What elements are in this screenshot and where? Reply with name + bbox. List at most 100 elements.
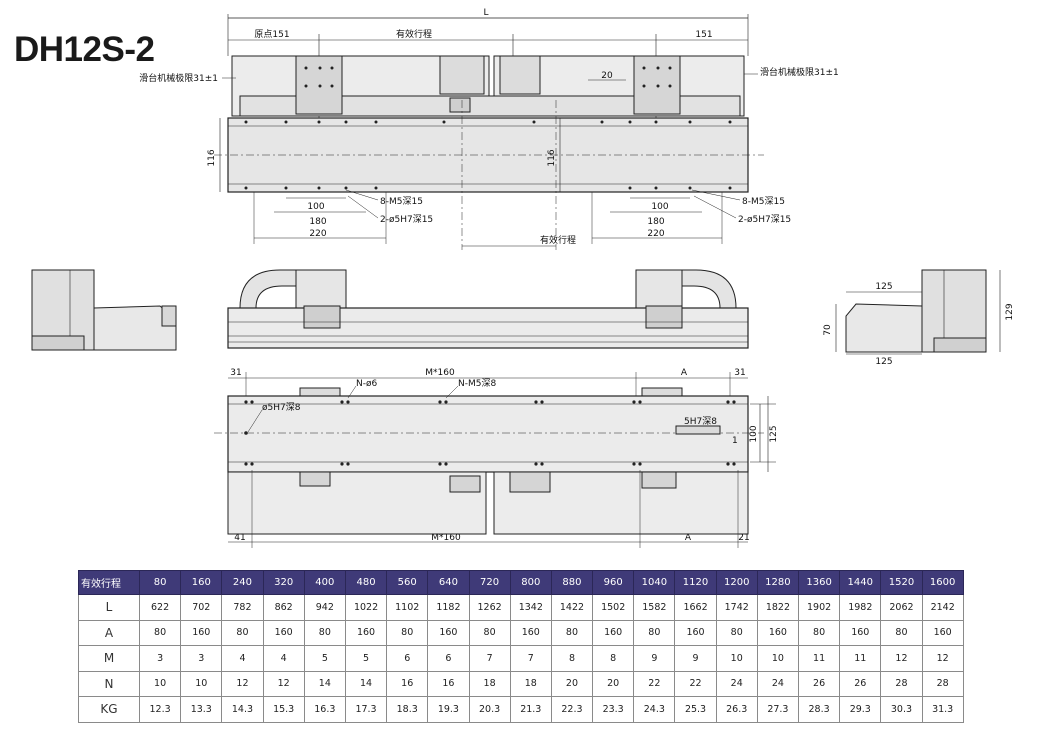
- spec-stroke-header: 640: [427, 570, 470, 595]
- spec-cell: 15.3: [262, 696, 305, 723]
- spec-stroke-header: 960: [592, 570, 635, 595]
- spec-cell: 14.3: [221, 696, 264, 723]
- spec-cell: 31.3: [921, 696, 964, 723]
- spec-cell: 12: [880, 645, 923, 672]
- spec-cell: 3: [180, 645, 223, 672]
- spec-cell: 1982: [839, 594, 882, 621]
- spec-cell: 1662: [674, 594, 717, 621]
- dim-a-bottom: A: [685, 533, 692, 543]
- spec-cell: 28: [880, 670, 923, 697]
- end-view-labels: 125 125 70 129: [823, 282, 1015, 367]
- spec-stroke-header: 1040: [633, 570, 676, 595]
- spec-cell: 862: [262, 594, 305, 621]
- spec-cell: 9: [674, 645, 717, 672]
- dim-31-right: 31: [734, 368, 745, 378]
- spec-stroke-header: 1360: [797, 570, 841, 595]
- spec-cell: 20: [592, 670, 635, 697]
- spec-cell: 80: [386, 619, 429, 646]
- spec-cell: 782: [221, 594, 264, 621]
- spec-stroke-header: 1520: [880, 570, 923, 595]
- dim-100-right: 100: [651, 202, 668, 212]
- front-view: [227, 269, 749, 349]
- spec-cell: 18.3: [386, 696, 429, 723]
- spec-cell: 18: [468, 670, 511, 697]
- callout-pin: ø5H7深8: [262, 402, 301, 413]
- spec-stroke-header: 480: [344, 570, 388, 595]
- left-end-view: [31, 269, 177, 351]
- spec-row-label: KG: [78, 696, 140, 723]
- label-right-limit: 滑台机械极限31±1: [760, 66, 839, 78]
- spec-stroke-header: 400: [303, 570, 346, 595]
- spec-cell: 2142: [921, 594, 964, 621]
- spec-cell: 12: [221, 670, 264, 697]
- spec-cell: 1902: [797, 594, 841, 621]
- spec-cell: 6: [386, 645, 429, 672]
- spec-cell: 160: [674, 619, 717, 646]
- bottom-view-labels: 31 M*160 A 31 N-ø6 N-M5深8 ø5H7深8 5H7深8 1…: [230, 368, 779, 543]
- spec-cell: 942: [303, 594, 346, 621]
- spec-cell: 9: [633, 645, 676, 672]
- spec-cell: 160: [756, 619, 800, 646]
- callout-slot: 5H7深8: [684, 416, 717, 427]
- spec-cell: 160: [839, 619, 882, 646]
- spec-cell: 160: [509, 619, 552, 646]
- spec-stroke-header: 720: [468, 570, 511, 595]
- spec-cell: 16: [427, 670, 470, 697]
- spec-cell: 1582: [633, 594, 676, 621]
- top-view-labels: L 原点151 有效行程 151 滑台机械极限31±1 滑台机械极限31±1 1…: [139, 8, 838, 246]
- dim-m160-top: M*160: [425, 368, 455, 378]
- dim-116-left: 116: [207, 149, 217, 166]
- spec-row-label: L: [78, 594, 140, 621]
- spec-cell: 4: [262, 645, 305, 672]
- dim-100: 100: [749, 425, 759, 442]
- spec-stroke-header: 1280: [756, 570, 800, 595]
- spec-cell: 7: [509, 645, 552, 672]
- spec-cell: 7: [468, 645, 511, 672]
- spec-cell: 30.3: [880, 696, 923, 723]
- dim-116-center: 116: [547, 149, 557, 166]
- spec-cell: 11: [797, 645, 841, 672]
- spec-cell: 80: [880, 619, 923, 646]
- spec-cell: 16.3: [303, 696, 346, 723]
- spec-stroke-header: 800: [509, 570, 552, 595]
- spec-cell: 160: [592, 619, 635, 646]
- callout-n6: N-ø6: [356, 379, 377, 389]
- dim-21: 21: [738, 533, 749, 543]
- spec-cell: 160: [344, 619, 388, 646]
- spec-cell: 20: [550, 670, 594, 697]
- spec-cell: 26: [797, 670, 841, 697]
- spec-stroke-header: 1440: [839, 570, 882, 595]
- spec-row-label: A: [78, 619, 140, 646]
- spec-stroke-header: 1120: [674, 570, 717, 595]
- spec-cell: 24.3: [633, 696, 676, 723]
- spec-cell: 11: [839, 645, 882, 672]
- label-left-limit: 滑台机械极限31±1: [139, 72, 218, 84]
- spec-cell: 5: [344, 645, 388, 672]
- spec-cell: 10: [715, 645, 758, 672]
- spec-cell: 13.3: [180, 696, 223, 723]
- spec-cell: 3: [138, 645, 182, 672]
- dim-151-right: 151: [695, 30, 712, 40]
- spec-cell: 10: [180, 670, 223, 697]
- dim-220-right: 220: [647, 229, 664, 239]
- dim-origin: 原点151: [254, 29, 289, 40]
- spec-cell: 28.3: [797, 696, 841, 723]
- dim-70: 70: [823, 324, 833, 336]
- spec-cell: 18: [509, 670, 552, 697]
- spec-cell: 21.3: [509, 696, 552, 723]
- spec-cell: 22: [633, 670, 676, 697]
- spec-header-label: 有效行程: [78, 570, 140, 595]
- spec-stroke-header: 1600: [921, 570, 964, 595]
- spec-cell: 80: [550, 619, 594, 646]
- dim-stroke-bottom: 有效行程: [540, 234, 576, 246]
- callout-nm5: N-M5深8: [458, 378, 496, 389]
- spec-cell: 23.3: [592, 696, 635, 723]
- spec-cell: 28: [921, 670, 964, 697]
- spec-cell: 80: [221, 619, 264, 646]
- spec-cell: 80: [138, 619, 182, 646]
- spec-cell: 27.3: [756, 696, 800, 723]
